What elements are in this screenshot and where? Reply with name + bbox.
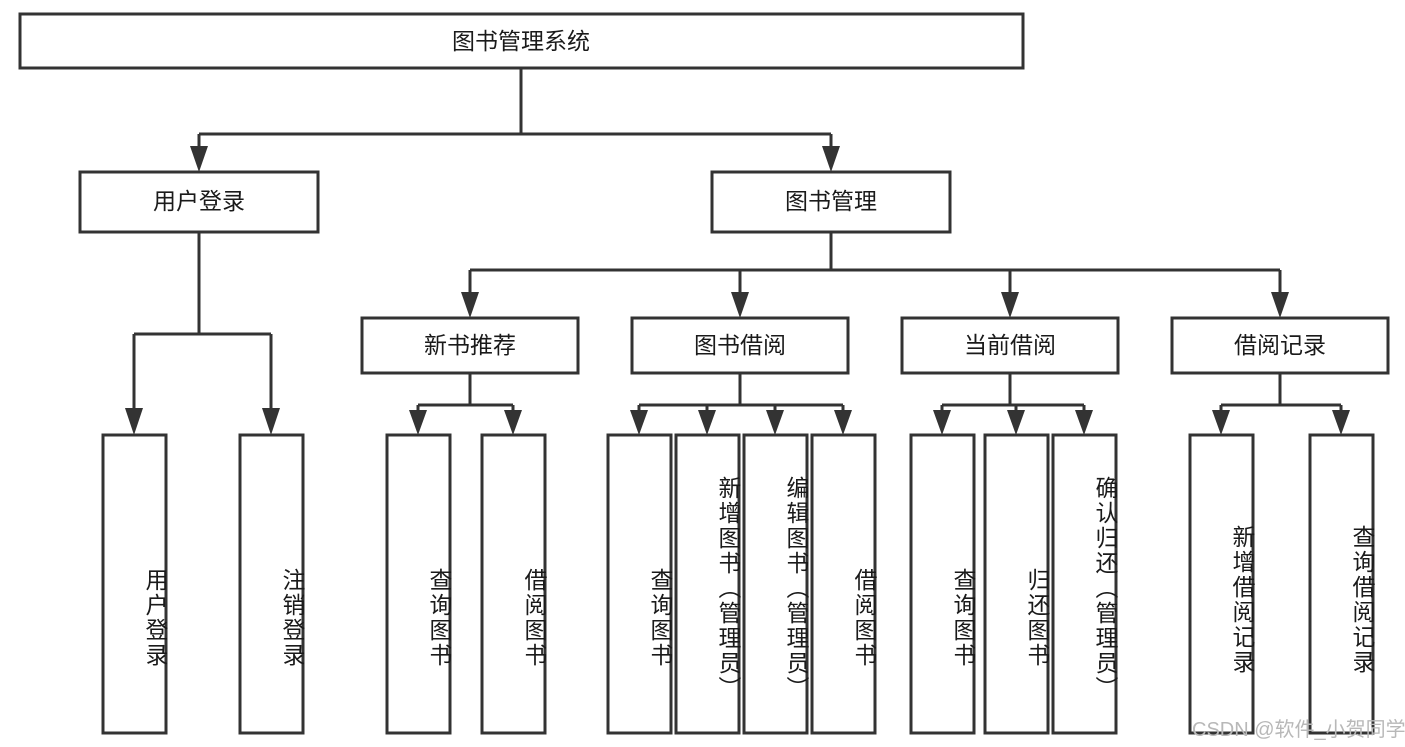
arrow-head-leaf-borrow-book-1	[504, 410, 522, 435]
node-book-borrow-label: 图书借阅	[694, 332, 786, 358]
node-book-manage-box[interactable]	[710, 170, 952, 234]
arrow-head-leaf-query-record	[1332, 410, 1350, 435]
connector-root-to-level2	[190, 68, 840, 172]
node-leaf-edit-book-box[interactable]	[742, 433, 809, 735]
node-leaf-return-book-box[interactable]	[983, 433, 1050, 735]
arrow-head-book-manage	[822, 146, 840, 172]
connector-book-borrow-to-leaves	[630, 373, 852, 435]
arrow-head-leaf-confirm-return	[1075, 410, 1093, 435]
arrow-head-leaf-user-login	[125, 408, 143, 435]
arrow-head-leaf-edit-book	[766, 410, 784, 435]
node-new-book-rec[interactable]: 新书推荐	[360, 316, 580, 375]
node-new-book-rec-label: 新书推荐	[424, 332, 516, 358]
arrow-head-borrow-record	[1271, 292, 1289, 318]
connector-new-book-rec-to-leaves	[409, 373, 522, 435]
node-leaf-confirm-return-box[interactable]	[1051, 433, 1118, 735]
node-leaf-user-login-box[interactable]	[101, 433, 168, 735]
arrow-head-leaf-borrow-book-2	[834, 410, 852, 435]
arrow-head-leaf-query-book-3	[933, 410, 951, 435]
node-root[interactable]: 图书管理系统	[18, 12, 1025, 70]
node-current-borrow-label: 当前借阅	[964, 332, 1056, 358]
arrow-head-new-book-rec	[461, 292, 479, 318]
connector-borrow-record-to-leaves	[1212, 373, 1350, 435]
node-leaf-logout-box[interactable]	[238, 433, 305, 735]
node-book-borrow[interactable]: 图书借阅	[630, 316, 850, 375]
node-new-book-rec-box[interactable]	[360, 316, 580, 375]
arrow-head-leaf-return-book	[1007, 410, 1025, 435]
arrow-head-user-login	[190, 146, 208, 172]
node-current-borrow-box[interactable]	[900, 316, 1120, 375]
node-root-label: 图书管理系统	[452, 28, 590, 54]
arrow-head-leaf-query-book-1	[409, 410, 427, 435]
node-leaf-query-book-1-box[interactable]	[385, 433, 452, 735]
connector-current-borrow-to-leaves	[933, 373, 1093, 435]
arrow-head-leaf-add-record	[1212, 410, 1230, 435]
node-book-manage-label: 图书管理	[785, 188, 877, 214]
node-borrow-record-label: 借阅记录	[1234, 332, 1326, 358]
node-leaf-add-book-box[interactable]	[674, 433, 741, 735]
csdn-watermark: CSDN @软件_小贺同学	[1192, 719, 1405, 741]
connector-book-manage-to-level3	[461, 232, 1289, 318]
node-leaf-query-record-box[interactable]	[1308, 433, 1375, 735]
arrow-head-current-borrow	[1001, 292, 1019, 318]
node-leaf-query-book-2-box[interactable]	[606, 433, 673, 735]
arrow-head-leaf-add-book	[698, 410, 716, 435]
arrow-head-leaf-query-book-2	[630, 410, 648, 435]
node-root-box[interactable]	[18, 12, 1025, 70]
node-current-borrow[interactable]: 当前借阅	[900, 316, 1120, 375]
node-book-manage[interactable]: 图书管理	[710, 170, 952, 234]
node-book-borrow-box[interactable]	[630, 316, 850, 375]
arrow-head-book-borrow	[731, 292, 749, 318]
node-borrow-record-box[interactable]	[1170, 316, 1390, 375]
node-user-login-label: 用户登录	[153, 188, 245, 214]
leaf-node-boxes	[101, 433, 1375, 735]
node-user-login-box[interactable]	[78, 170, 320, 234]
node-leaf-add-record-box[interactable]	[1188, 433, 1255, 735]
arrow-head-leaf-logout	[262, 408, 280, 435]
node-leaf-borrow-book-1-box[interactable]	[480, 433, 547, 735]
node-borrow-record[interactable]: 借阅记录	[1170, 316, 1390, 375]
node-leaf-query-book-3-box[interactable]	[909, 433, 976, 735]
node-user-login[interactable]: 用户登录	[78, 170, 320, 234]
connector-user-login-to-leaves	[125, 232, 280, 435]
node-leaf-borrow-book-2-box[interactable]	[810, 433, 877, 735]
